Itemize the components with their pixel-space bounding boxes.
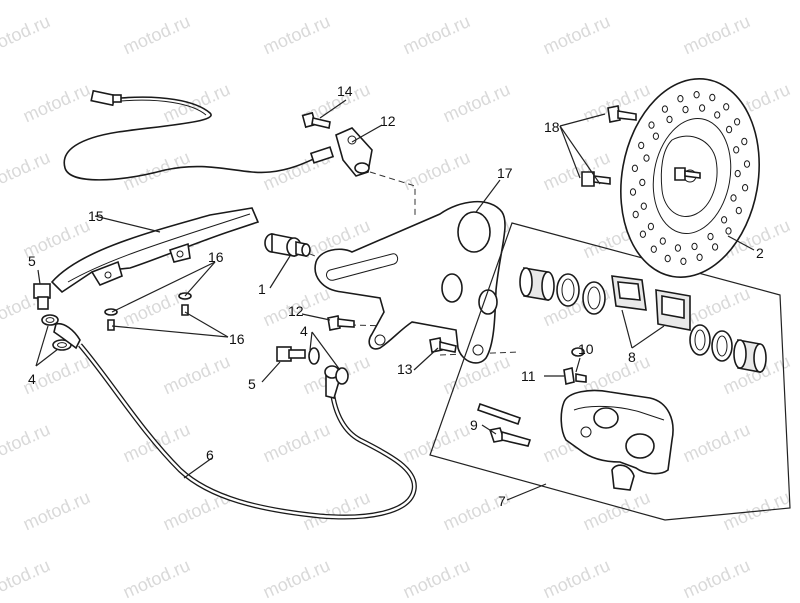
disc-hole bbox=[741, 137, 748, 146]
callout-4-left: 4 bbox=[28, 371, 36, 387]
piston-left bbox=[519, 267, 555, 301]
speed-sensor bbox=[309, 127, 373, 177]
callout-16: 16 bbox=[229, 331, 245, 347]
disc-bolt-upper bbox=[607, 105, 637, 123]
bolt-12-upper bbox=[327, 315, 355, 331]
disc-hole bbox=[707, 232, 714, 241]
disc-hole bbox=[638, 141, 645, 150]
caliper-bracket bbox=[314, 200, 506, 364]
disc-hole bbox=[723, 103, 730, 111]
disc-hole bbox=[709, 93, 716, 102]
callout-8: 8 bbox=[628, 349, 636, 365]
callout-1: 1 bbox=[258, 281, 266, 297]
disc-hole bbox=[666, 115, 673, 124]
disc-hole bbox=[659, 237, 666, 245]
callout-5-left: 5 bbox=[28, 253, 36, 269]
disc-hole bbox=[691, 242, 698, 251]
callout-9: 9 bbox=[470, 417, 478, 433]
banjo-bolt-left bbox=[33, 283, 81, 351]
callout-7: 7 bbox=[498, 493, 506, 509]
disc-hole bbox=[680, 257, 687, 265]
disc-hole bbox=[629, 188, 637, 196]
sensor-cable bbox=[63, 89, 319, 181]
brake-pads bbox=[611, 275, 691, 331]
disc-bolt-mounted bbox=[674, 167, 701, 181]
disc-hole bbox=[742, 184, 749, 192]
callout-5-center: 5 bbox=[248, 376, 256, 392]
bleeder-valve bbox=[563, 347, 587, 385]
disc-hole bbox=[714, 111, 721, 119]
callout-15: 16 bbox=[208, 249, 224, 265]
bolt-13 bbox=[301, 111, 331, 129]
clip-parts bbox=[104, 292, 192, 331]
disc-hole bbox=[639, 230, 647, 238]
disc-hole bbox=[721, 216, 728, 224]
callout-10: 10 bbox=[578, 341, 594, 357]
disc-hole bbox=[693, 91, 700, 99]
disc-hole bbox=[647, 222, 655, 231]
disc-hole bbox=[631, 164, 639, 173]
disc-hole bbox=[735, 206, 742, 215]
disc-hole bbox=[726, 125, 733, 134]
disc-holes bbox=[629, 91, 751, 265]
callout-17: 17 bbox=[497, 165, 513, 181]
disc-hole bbox=[648, 121, 655, 129]
pin-bolt bbox=[264, 233, 311, 257]
callout-14: 15 bbox=[88, 208, 104, 224]
disc-hole bbox=[682, 105, 689, 114]
disc-hole bbox=[733, 146, 740, 154]
disc-hole bbox=[743, 160, 751, 168]
banjo-bolt-center bbox=[276, 346, 349, 385]
alignment-line bbox=[369, 171, 416, 218]
disc-hole bbox=[632, 210, 639, 219]
callout-18: 18 bbox=[544, 119, 560, 135]
disc-hole bbox=[734, 169, 741, 178]
callout-3: 12 bbox=[380, 113, 396, 129]
disc-hole bbox=[734, 118, 741, 126]
disc-hole bbox=[725, 227, 732, 235]
disc-hole bbox=[640, 202, 647, 210]
disc-hole bbox=[696, 253, 703, 261]
disc-hole bbox=[712, 243, 719, 251]
leader-lines bbox=[35, 99, 755, 501]
callout-11: 11 bbox=[521, 368, 536, 384]
disc-hole bbox=[677, 95, 684, 103]
disc-hole bbox=[674, 244, 682, 252]
disc-hole bbox=[650, 245, 657, 253]
brake-hose bbox=[78, 343, 417, 520]
chain-guard bbox=[50, 207, 260, 294]
disc-hole bbox=[643, 154, 650, 162]
piston-right bbox=[733, 339, 767, 373]
caliper-kit-box bbox=[429, 222, 791, 521]
callout-6: 6 bbox=[206, 447, 214, 463]
seal-rings-left bbox=[556, 273, 606, 315]
caliper-body bbox=[560, 389, 674, 491]
brake-disc bbox=[620, 78, 760, 278]
disc-hole bbox=[661, 105, 669, 113]
callout-labels: 14 12 15 17 18 2 5 16 16 4 1 12 4 5 13 6… bbox=[28, 83, 764, 509]
callout-13: 14 bbox=[337, 83, 353, 99]
seal-rings-right bbox=[689, 324, 733, 362]
disc-hole bbox=[664, 254, 671, 263]
disc-hole bbox=[652, 132, 660, 140]
bolt-12-lower bbox=[429, 337, 457, 353]
pad-pin bbox=[476, 402, 532, 447]
disc-hole bbox=[730, 194, 737, 202]
callout-2: 2 bbox=[756, 245, 764, 261]
callout-12-lower: 13 bbox=[397, 361, 413, 377]
callout-12-upper: 12 bbox=[288, 303, 304, 319]
disc-hole bbox=[639, 178, 646, 187]
disc-hole bbox=[699, 104, 706, 112]
callout-4-center: 4 bbox=[300, 323, 308, 339]
